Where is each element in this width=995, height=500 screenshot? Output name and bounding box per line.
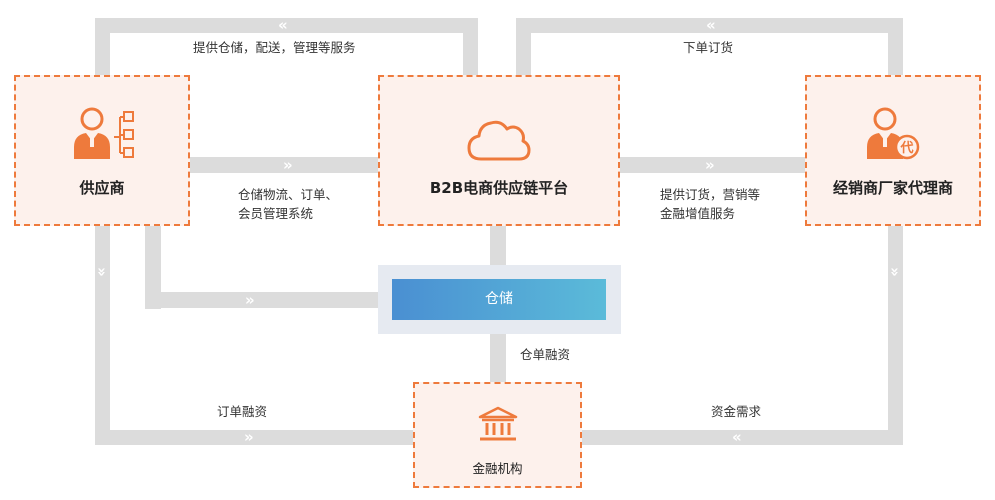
svg-text:代: 代 — [899, 140, 913, 156]
finance-label: 金融机构 — [472, 461, 523, 476]
pipe-top-left-down-platform — [463, 18, 478, 75]
arrow-supplier-platform-icon: » — [283, 156, 293, 174]
pipe-distributor-finance-vertical — [888, 226, 903, 445]
pipe-top-right-down-platform — [516, 18, 531, 75]
pipe-top-right-horizontal — [516, 18, 903, 33]
pipe-top-left-horizontal — [95, 18, 478, 33]
arrow-supplier-warehouse-icon: » — [245, 291, 255, 309]
warehouse-label: 仓储 — [392, 279, 606, 320]
arrow-supplier-down-icon: » — [92, 267, 111, 277]
person-hierarchy-icon — [74, 107, 134, 159]
arrow-order-financing-icon: » — [244, 428, 254, 446]
pipe-warehouse-finance — [490, 334, 506, 382]
flow-label-order-financing: 订单融资 — [217, 404, 268, 419]
flow-label-warehouse-receipt: 仓单融资 — [520, 347, 571, 362]
supplier-node: 供应商 — [14, 75, 190, 226]
distributor-label: 经销商厂家代理商 — [832, 179, 953, 197]
pipe-top-left-down-supplier — [95, 18, 110, 75]
platform-label: B2B电商供应链平台 — [429, 179, 569, 197]
arrow-capital-demand-icon: « — [732, 428, 742, 446]
pipe-distributor-finance-horizontal — [582, 430, 903, 445]
flow-label-services: 提供仓储，配送，管理等服务 — [193, 40, 356, 55]
flow-label-value-services-line1: 提供订货，营销等 — [660, 187, 761, 202]
pipe-top-right-down-distributor — [888, 18, 903, 75]
agent-person-icon: 代 — [867, 107, 920, 160]
arrow-distributor-down-icon: » — [885, 267, 904, 277]
pipe-platform-warehouse — [490, 226, 506, 265]
finance-node: 金融机构 — [413, 382, 582, 488]
flow-label-value-services-line2: 金融增值服务 — [660, 206, 736, 221]
pipe-supplier-warehouse-horizontal — [145, 292, 378, 308]
flow-label-systems-line1: 仓储物流、订单、 — [238, 187, 339, 202]
flow-label-order: 下单订货 — [683, 40, 734, 55]
pipe-platform-distributor — [620, 157, 805, 173]
pipe-supplier-warehouse-vertical — [145, 226, 161, 309]
pipe-supplier-finance-vertical — [95, 226, 110, 445]
pipe-supplier-finance-horizontal — [95, 430, 413, 445]
flow-label-capital-demand: 资金需求 — [711, 404, 762, 419]
cloud-icon — [467, 120, 531, 161]
arrow-platform-distributor-icon: » — [705, 156, 715, 174]
pipe-supplier-platform — [190, 157, 378, 173]
arrow-top-right-icon: « — [706, 16, 716, 34]
flow-label-systems-line2: 会员管理系统 — [238, 206, 314, 221]
supplier-label: 供应商 — [79, 179, 125, 197]
distributor-node: 代 经销商厂家代理商 — [805, 75, 981, 226]
bank-icon — [478, 406, 518, 441]
platform-node: B2B电商供应链平台 — [378, 75, 620, 226]
arrow-top-left-icon: « — [278, 16, 288, 34]
